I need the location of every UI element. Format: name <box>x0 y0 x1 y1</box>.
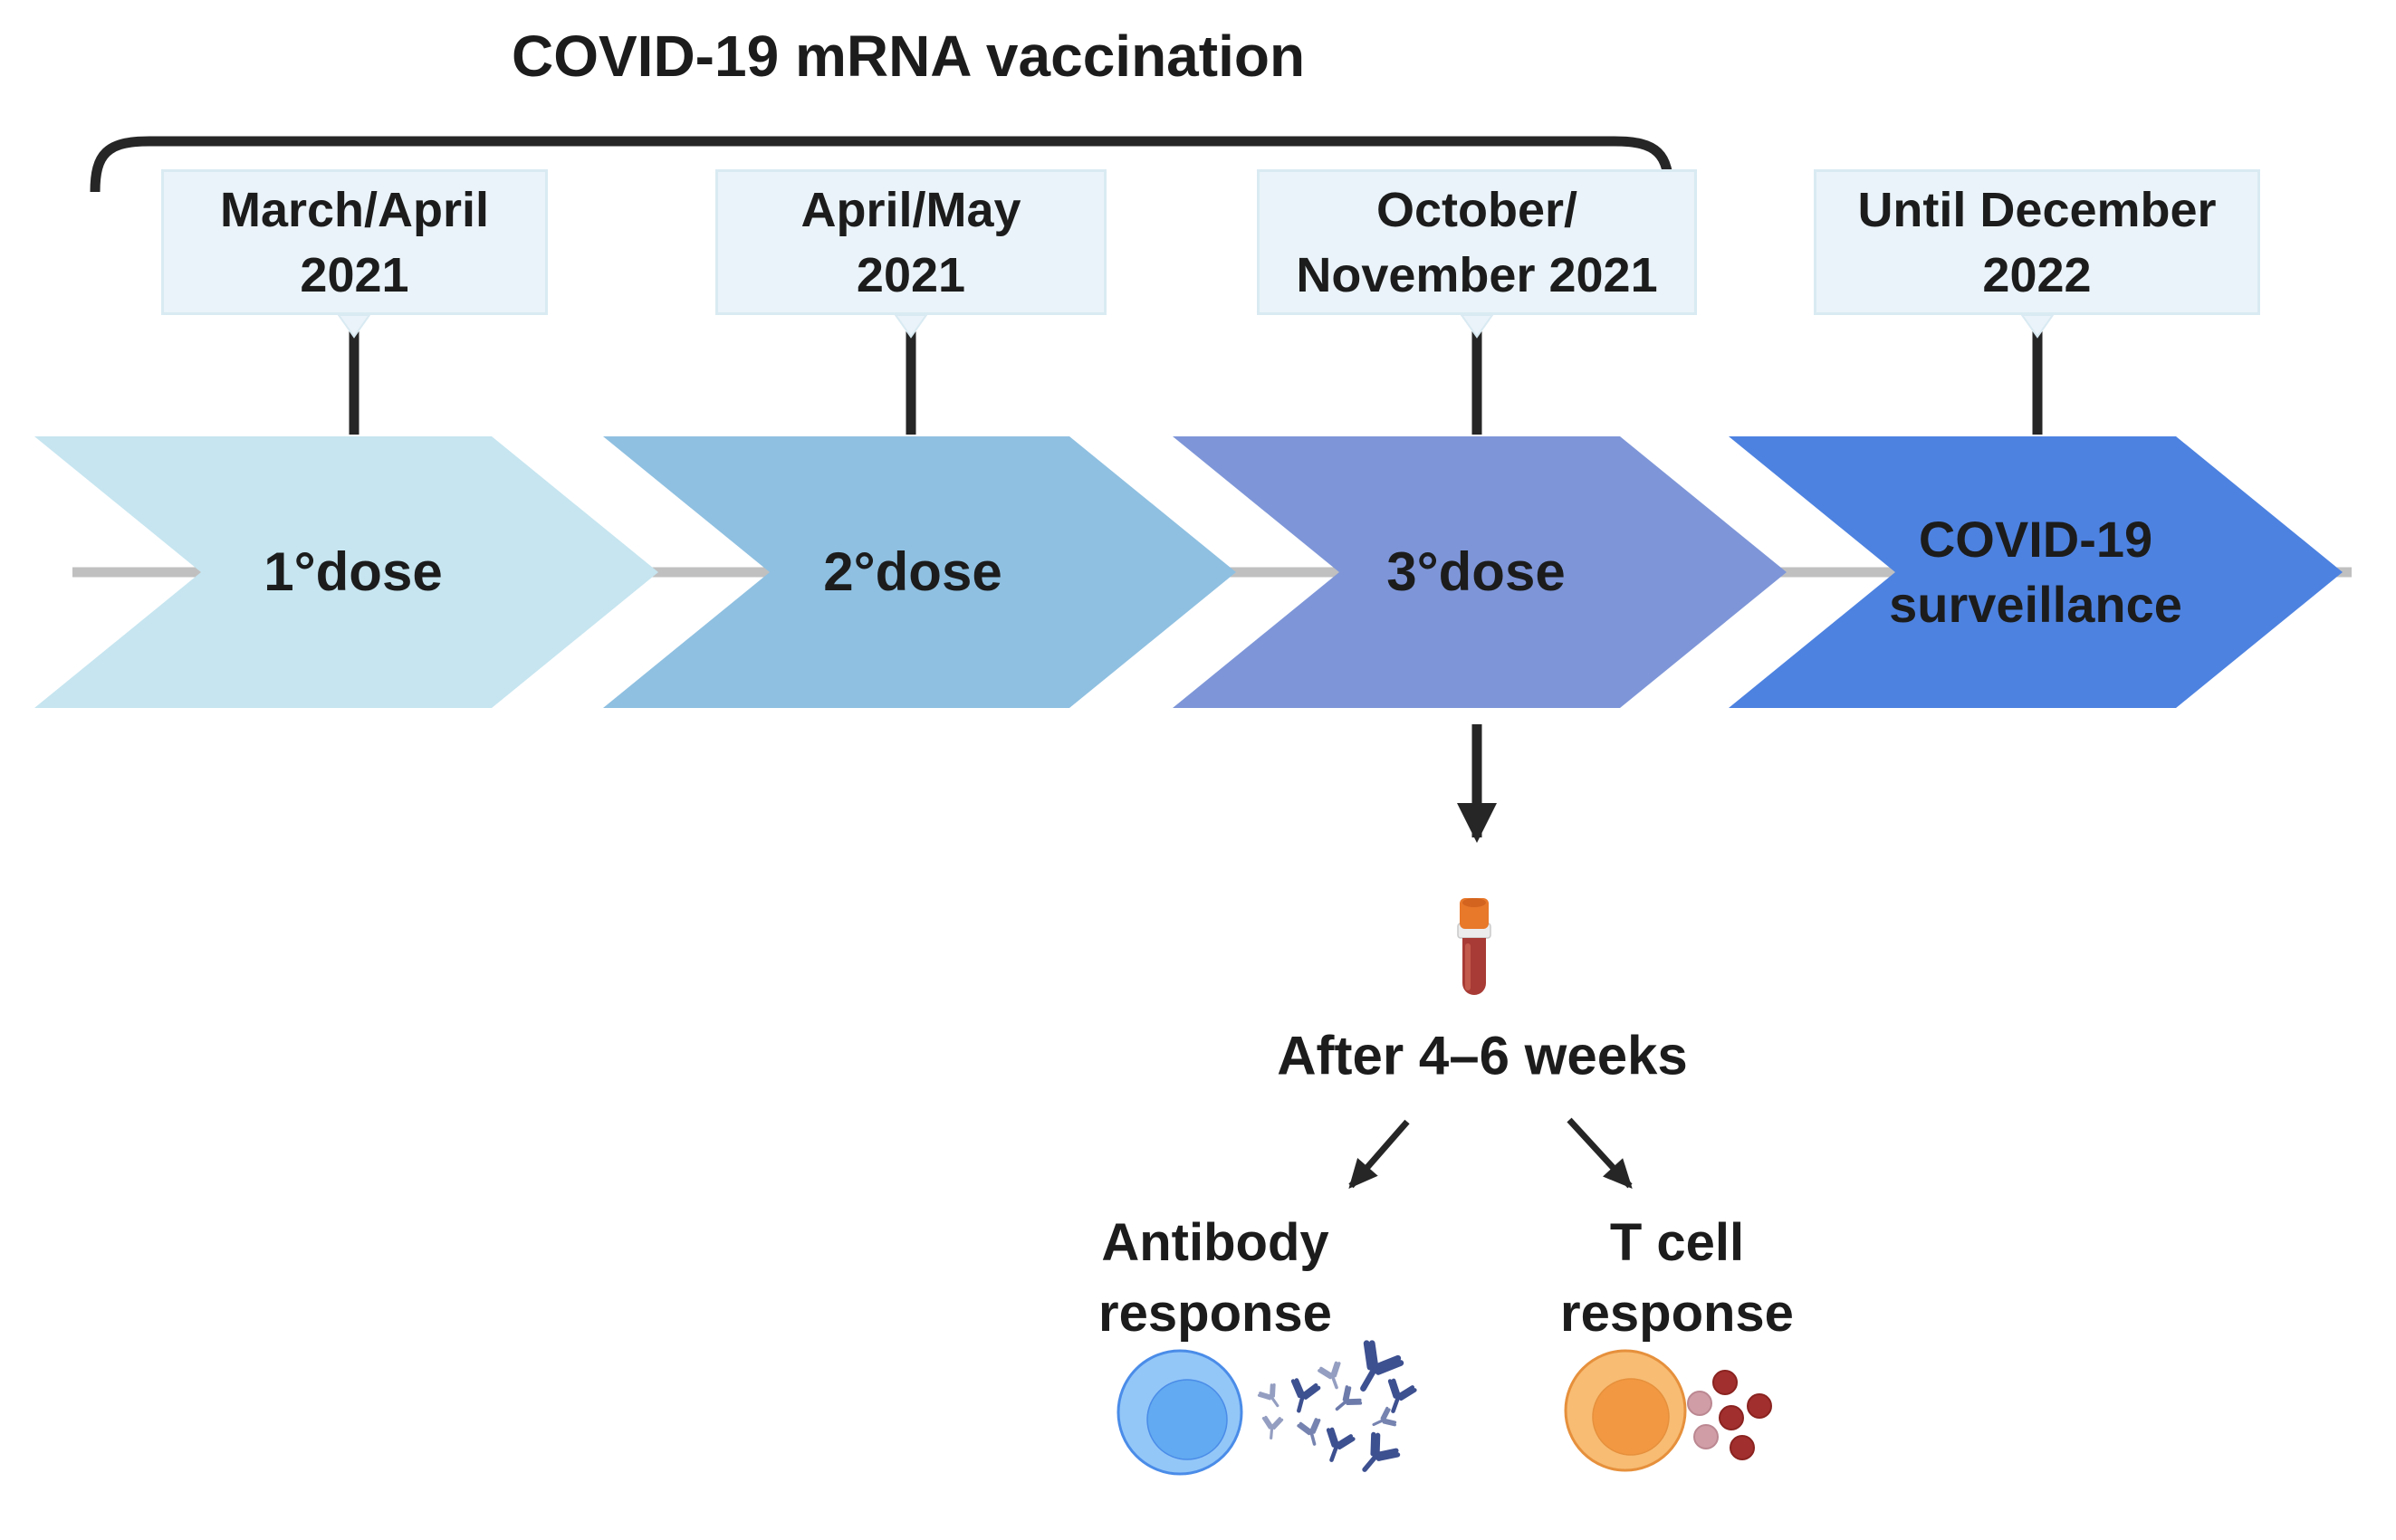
branch-label-line: response <box>1098 1284 1332 1343</box>
date-box-dose-2: April/May 2021 <box>715 169 1107 315</box>
b-cell-icon <box>1117 1349 1243 1476</box>
arrow-label-line: COVID-19 <box>1918 511 2153 568</box>
diagram-title: COVID-19 mRNA vaccination <box>511 24 1306 89</box>
t-cell-icon <box>1564 1349 1687 1472</box>
antibodies-icon <box>1257 1341 1415 1479</box>
date-line: April/May <box>800 182 1021 237</box>
arrow-surveillance <box>1729 436 2343 708</box>
arrow-dose-3 <box>1173 436 1787 708</box>
date-box-pointer <box>894 314 928 339</box>
date-box-dose-1: March/April 2021 <box>161 169 548 315</box>
date-line: October/ <box>1375 182 1578 237</box>
date-line: November 2021 <box>1296 247 1658 302</box>
arrow-label-dose-1: 1°dose <box>264 542 442 602</box>
arrow-dose-1 <box>34 436 658 708</box>
branch-label-line: T cell <box>1609 1213 1745 1272</box>
branch-label-line: response <box>1560 1284 1794 1343</box>
date-box-pointer <box>1460 314 1494 339</box>
t-cell-response-label: T cell response <box>1560 1208 1794 1349</box>
arrow-label-dose-2: 2°dose <box>823 542 1002 602</box>
date-line: 2021 <box>300 247 409 302</box>
arrow-dose-2 <box>603 436 1236 708</box>
branch-label-line: Antibody <box>1101 1213 1329 1272</box>
date-line: 2021 <box>856 247 966 302</box>
sampling-time-label: After 4–6 weeks <box>1277 1025 1688 1086</box>
date-box-pointer <box>2020 314 2055 339</box>
arrow-label-line: 1°dose <box>264 541 443 602</box>
branch-arrow-tcell <box>1567 1117 1633 1189</box>
date-box-dose-3: October/ November 2021 <box>1257 169 1697 315</box>
date-box-pointer <box>337 314 371 339</box>
arrow-label-surveillance: COVID-19 surveillance <box>1889 507 2182 637</box>
branch-arrow-antibody <box>1348 1119 1410 1190</box>
blood-tube-icon <box>1457 898 1491 995</box>
date-line: March/April <box>219 182 490 237</box>
cytokine-dots-icon <box>1687 1370 1772 1460</box>
arrow-label-line: 3°dose <box>1386 541 1566 602</box>
date-line: 2022 <box>1982 247 2092 302</box>
antibody-response-label: Antibody response <box>1098 1208 1332 1349</box>
date-box-surveillance: Until December 2022 <box>1814 169 2260 315</box>
arrow-label-dose-3: 3°dose <box>1386 542 1565 602</box>
date-line: Until December <box>1857 182 2217 237</box>
arrow-label-line: 2°dose <box>823 541 1002 602</box>
vaccination-bracket <box>90 136 1674 193</box>
arrow-label-line: surveillance <box>1889 576 2182 633</box>
